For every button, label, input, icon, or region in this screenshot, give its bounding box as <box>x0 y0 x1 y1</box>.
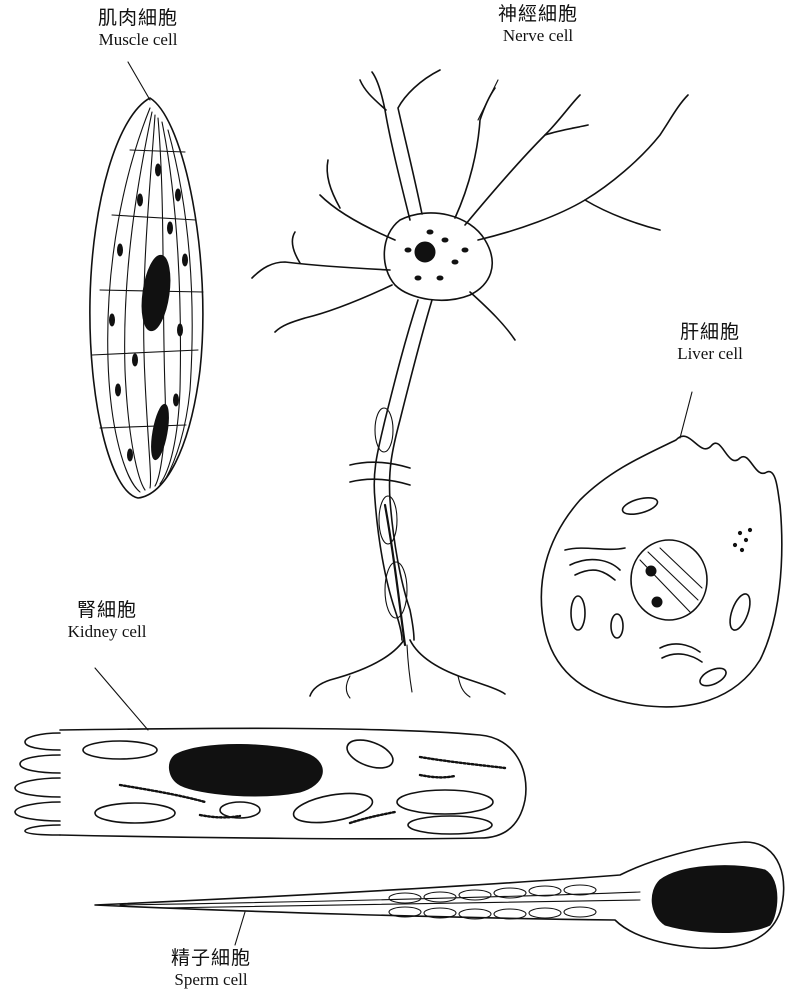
kidney-label-en: Kidney cell <box>42 622 172 642</box>
liver-outline <box>541 436 781 707</box>
muscle-cell-drawing <box>90 62 203 498</box>
nerve-cell-drawing <box>252 70 688 698</box>
kidney-leader-line <box>95 668 148 730</box>
nerve-label: 神經細胞 Nerve cell <box>468 4 608 45</box>
muscle-label-zh: 肌肉細胞 <box>68 8 208 30</box>
sperm-cell-drawing <box>95 842 784 948</box>
nerve-label-en: Nerve cell <box>468 26 608 46</box>
kidney-cell-drawing <box>15 668 526 839</box>
nerve-label-zh: 神經細胞 <box>468 4 608 26</box>
liver-label: 肝細胞 Liver cell <box>650 322 770 363</box>
sperm-label: 精子細胞 Sperm cell <box>146 948 276 989</box>
nerve-cell-body <box>384 213 492 300</box>
liver-cell-drawing <box>541 392 781 707</box>
liver-label-en: Liver cell <box>650 344 770 364</box>
kidney-label: 腎細胞 Kidney cell <box>42 600 172 641</box>
nerve-nucleus <box>415 242 435 262</box>
sperm-label-zh: 精子細胞 <box>146 948 276 970</box>
muscle-label: 肌肉細胞 Muscle cell <box>68 8 208 49</box>
liver-leader-line <box>680 392 692 438</box>
liver-label-zh: 肝細胞 <box>650 322 770 344</box>
muscle-label-en: Muscle cell <box>68 30 208 50</box>
kidney-nucleus <box>169 744 322 795</box>
muscle-nucleus <box>138 254 174 333</box>
kidney-label-zh: 腎細胞 <box>42 600 172 622</box>
sperm-label-en: Sperm cell <box>146 970 276 990</box>
sperm-head <box>652 866 777 933</box>
sperm-leader-line <box>235 912 245 945</box>
liver-nucleus <box>631 540 707 620</box>
muscle-leader-line <box>128 62 150 100</box>
